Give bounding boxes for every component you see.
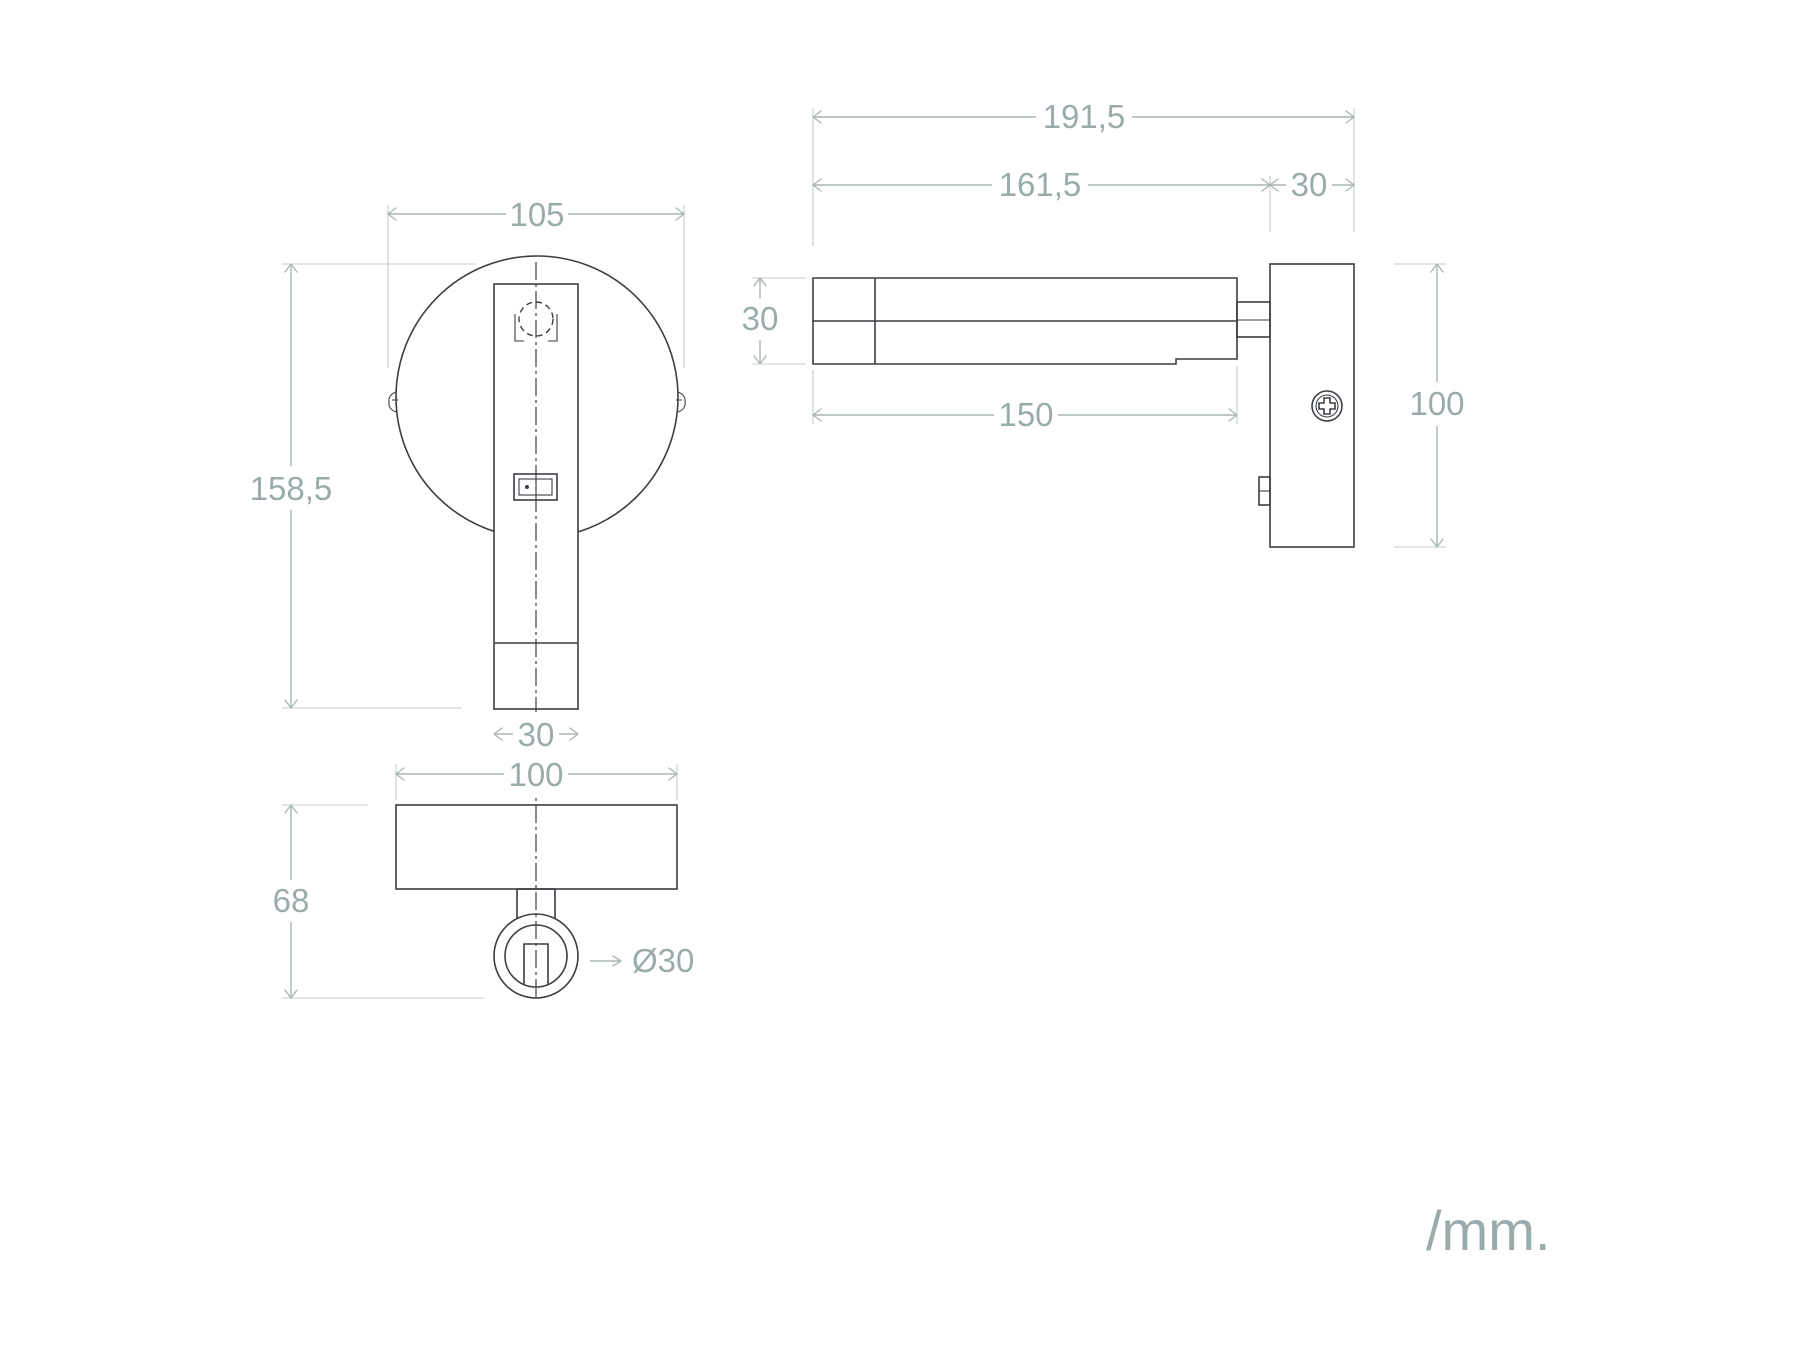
front-height-label-bg [244,466,338,510]
bottom-height-label-bg [264,880,318,922]
bottom-width-label-bg [504,754,568,794]
bottom-diameter-arrow [612,955,622,967]
front-height-arrow-bottom [284,699,298,709]
bottom-height-arrow-bottom [284,989,298,999]
front-hidden-pivot [518,301,554,337]
front-right-screw-icon [676,391,686,413]
front-arm-width-arrow-left [493,727,503,741]
front-arm-width-label: 30 [518,716,555,753]
side-total-arrow-right [1345,110,1355,124]
side-screw-cross [1318,397,1336,415]
front-arm-width-arrow-right [569,727,579,741]
side-base-height-label: 100 [1409,385,1464,422]
bottom-view [395,776,678,1000]
front-hidden-bracket [514,314,558,342]
front-arm-width-label-bg [513,714,559,754]
side-head-length-label-bg [994,394,1058,436]
front-left-screw-icon [388,391,398,413]
side-base-height-arrow-bottom [1430,538,1444,548]
front-height-label: 158,5 [250,470,333,507]
bottom-view-dimensions: 100 68 Ø30 [264,754,694,999]
side-screw-inner [1315,394,1339,418]
side-base-depth-arrow-left [1269,178,1279,192]
front-width-label-bg [506,192,568,236]
side-lamp-head [812,277,1238,365]
unit-label: /mm. [1426,1199,1550,1262]
side-head-height-arrow-top [753,277,767,287]
bottom-height-label: 68 [273,882,310,919]
bottom-width-arrow-left [395,767,405,781]
front-view [388,255,686,712]
side-total-label-bg [1036,96,1132,138]
front-switch-dot [525,485,529,489]
side-base-height-arrow-top [1430,263,1444,273]
side-head-length-arrow-right [1228,408,1238,422]
front-height-arrow-top [284,263,298,273]
side-head-height-arrow-bottom [753,355,767,365]
side-view [812,263,1355,548]
side-arm-label-bg [992,164,1088,206]
side-base-depth-arrow-right [1345,178,1355,192]
side-base-depth-label-bg [1286,164,1332,206]
side-head-height-label: 30 [742,300,779,337]
side-arm-arrow-left [812,178,822,192]
side-total-label: 191,5 [1043,98,1126,135]
side-screw-icon [1311,390,1343,422]
front-view-dimensions: 105 158,5 30 [244,192,685,754]
side-wall-base [1269,263,1355,548]
side-view-dimensions: 191,5 161,5 30 30 150 [737,96,1470,548]
front-width-arrow-left [387,207,397,221]
side-base-depth-label: 30 [1291,166,1328,203]
front-width-label: 105 [509,196,564,233]
bottom-diameter-label: Ø30 [632,942,694,979]
side-arm-label: 161,5 [999,166,1082,203]
bottom-width-label: 100 [508,756,563,793]
side-head-height-label-bg [737,298,783,340]
bottom-width-arrow-right [668,767,678,781]
side-total-arrow-left [812,110,822,124]
side-head-length-label: 150 [998,396,1053,433]
bottom-height-arrow-top [284,804,298,814]
side-head-length-arrow-left [812,408,822,422]
front-width-arrow-right [675,207,685,221]
side-base-height-label-bg [1404,382,1470,426]
